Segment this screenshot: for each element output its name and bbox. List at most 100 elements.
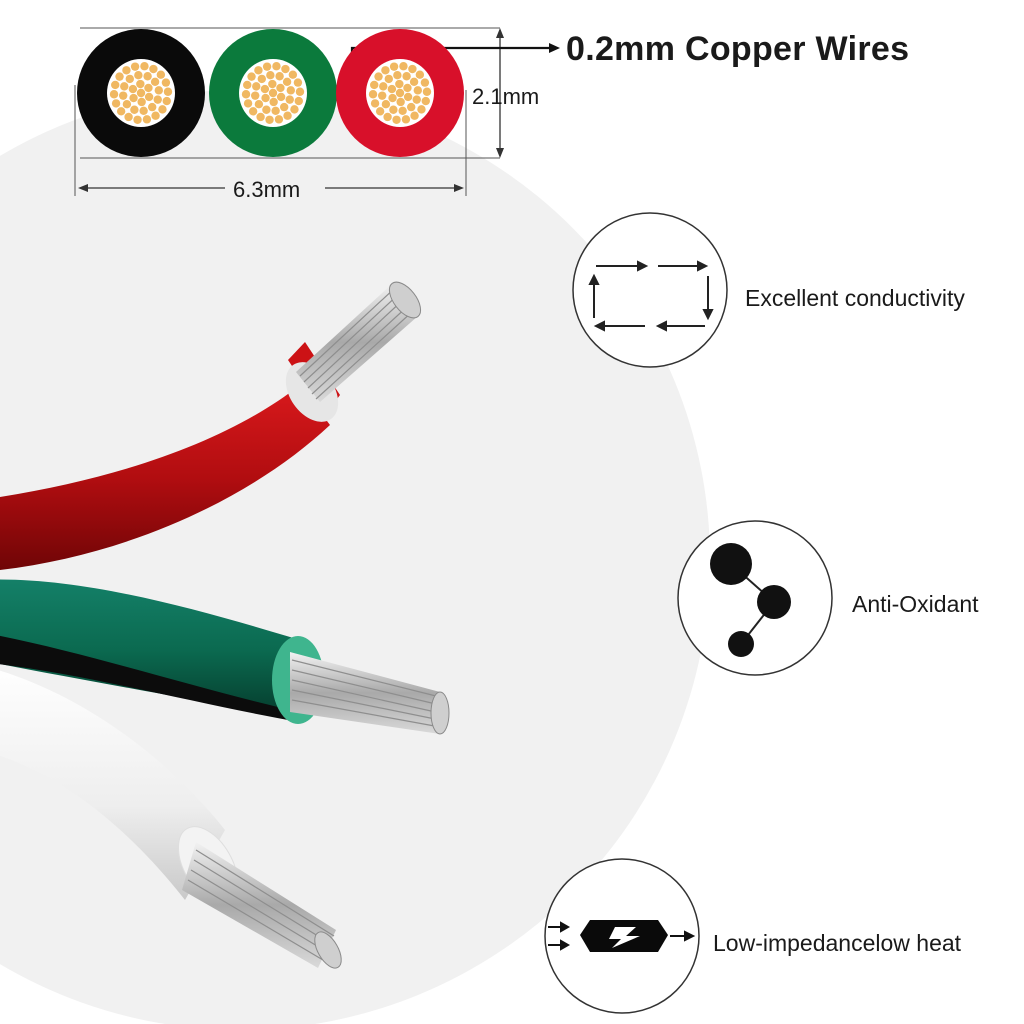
copper-strand-dot xyxy=(381,66,390,75)
copper-strand-dot xyxy=(412,95,421,104)
copper-strand-dot xyxy=(294,96,303,106)
copper-strand-dot xyxy=(130,105,139,114)
copper-strand-dot xyxy=(368,90,378,99)
copper-strand-dot xyxy=(122,99,132,109)
copper-strand-dot xyxy=(111,99,121,108)
product-title: 0.2mm Copper Wires xyxy=(566,30,910,68)
copper-strand-dot xyxy=(130,62,140,71)
copper-strand-dot xyxy=(410,111,419,120)
copper-strand-dot xyxy=(154,86,164,95)
copper-strand-dot xyxy=(122,66,131,75)
copper-strand-dot xyxy=(370,80,379,90)
copper-strand-dot xyxy=(286,86,296,95)
height-dimension-label: 2.1mm xyxy=(472,84,540,109)
copper-strand-dot xyxy=(247,72,256,81)
copper-strand-dot xyxy=(158,105,167,114)
copper-strand-dot xyxy=(406,102,416,112)
copper-strand-dot xyxy=(281,64,290,74)
copper-strand-dot xyxy=(276,83,285,93)
copper-strand-dot xyxy=(144,83,153,93)
impedance-icon xyxy=(544,858,700,1014)
cross-section-diagram xyxy=(74,27,560,196)
copper-strand-dot xyxy=(420,78,430,87)
copper-strand-dot xyxy=(118,91,128,100)
copper-strand-dot xyxy=(143,72,152,81)
green-wire xyxy=(0,579,450,735)
copper-strand-dot xyxy=(254,66,263,75)
copper-strand-dot xyxy=(149,64,158,74)
copper-strand-dot xyxy=(379,82,388,91)
copper-strand-dot xyxy=(142,115,152,124)
copper-strand-dot xyxy=(147,102,157,112)
copper-strand-dot xyxy=(395,88,405,98)
copper-strand-dot xyxy=(401,115,411,124)
copper-strand-dot xyxy=(243,99,253,108)
copper-strand-dot xyxy=(402,72,411,81)
white-wire xyxy=(0,670,342,969)
copper-strand-dot xyxy=(383,112,392,122)
copper-strand-dot xyxy=(262,105,271,114)
copper-strand-dot xyxy=(393,70,402,80)
copper-strand-dot xyxy=(151,111,160,120)
copper-strand-dot xyxy=(150,77,160,87)
width-dimension-label: 6.3mm xyxy=(233,177,301,202)
copper-strand-dot xyxy=(389,105,398,114)
copper-strand-dot xyxy=(252,82,261,91)
copper-strand-dot xyxy=(153,95,162,104)
copper-strand-dot xyxy=(381,99,391,109)
copper-strand-dot xyxy=(133,115,142,124)
copper-strand-dot xyxy=(403,92,413,102)
copper-strand-dot xyxy=(290,105,299,114)
copper-strand-dot xyxy=(392,115,401,124)
copper-strand-dot xyxy=(375,107,385,116)
red-wire xyxy=(0,281,422,570)
copper-strand-dot xyxy=(268,88,278,98)
copper-strand-dot xyxy=(377,91,387,100)
copper-strand-dot xyxy=(295,87,305,96)
copper-strand-dot xyxy=(116,107,126,116)
copper-strand-dot xyxy=(243,80,252,90)
copper-strand-dot xyxy=(115,72,124,81)
copper-strand-dot xyxy=(403,83,412,93)
feature-anti-oxidant-label: Anti-Oxidant xyxy=(852,591,979,617)
copper-strands xyxy=(109,62,432,124)
molecule-icon xyxy=(677,520,833,676)
copper-strand-dot xyxy=(268,79,277,89)
copper-strand-dot xyxy=(288,70,298,79)
copper-strand-dot xyxy=(139,106,148,116)
copper-strand-dot xyxy=(279,102,289,112)
copper-strand-dot xyxy=(250,91,260,100)
copper-strand-dot xyxy=(256,112,265,122)
copper-strand-dot xyxy=(285,95,294,104)
copper-strand-dot xyxy=(276,92,286,102)
copper-strand-dot xyxy=(156,70,166,79)
copper-strand-dot xyxy=(408,64,417,74)
feature-conductivity-label: Excellent conductivity xyxy=(745,285,965,311)
copper-strand-dot xyxy=(111,80,120,90)
circuit-loop-icon xyxy=(572,212,728,368)
copper-strand-dot xyxy=(293,78,303,87)
copper-strand-dot xyxy=(125,74,135,84)
copper-strand-dot xyxy=(137,97,146,107)
copper-strand-dot xyxy=(398,106,407,116)
copper-strand-dot xyxy=(422,87,432,96)
copper-strand-dot xyxy=(266,70,275,80)
copper-strand-dot xyxy=(134,70,143,80)
copper-strand-dot xyxy=(409,77,419,87)
copper-strand-dot xyxy=(413,86,423,95)
copper-strand-dot xyxy=(161,78,171,87)
copper-strand-dot xyxy=(275,72,284,81)
copper-strand-dot xyxy=(395,79,404,89)
copper-strand-dot xyxy=(399,62,408,71)
feature-low-impedance-label: Low-impedancelow heat xyxy=(713,930,962,956)
copper-strand-dot xyxy=(241,90,251,99)
copper-strand-dot xyxy=(283,111,292,120)
copper-strand-dot xyxy=(140,62,149,71)
copper-strand-dot xyxy=(374,72,383,81)
copper-strand-dot xyxy=(162,96,171,106)
copper-strand-dot xyxy=(261,93,270,103)
copper-strand-dot xyxy=(109,90,119,99)
copper-strand-dot xyxy=(136,88,146,98)
copper-strand-dot xyxy=(254,99,264,109)
